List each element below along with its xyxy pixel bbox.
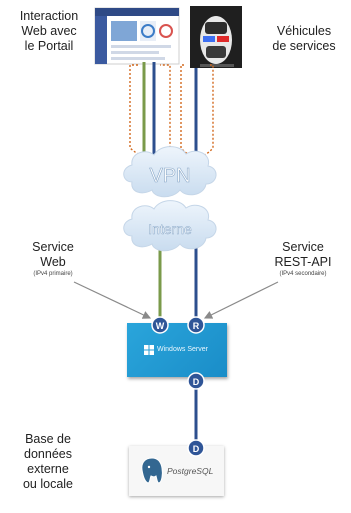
windows-logo-icon [144,345,154,355]
database-line-4: ou locale [22,477,74,491]
service-web-line-1: Service [32,240,74,254]
postgresql-label: PostgreSQL [167,466,214,476]
vehicles-line-2: de services [272,39,336,53]
database-line-2: données [24,447,72,461]
web-portal-line-1: Interaction [19,9,79,23]
database-label: Base de données externe ou locale [10,432,86,492]
vehicle-image [190,6,242,68]
vpn-label: VPN [149,165,190,187]
web-portal-line-2: Web avec [21,24,77,38]
database-line-3: externe [27,462,69,476]
web-portal-line-3: le Portail [24,39,74,53]
windows-server-label: Windows Server [157,346,208,353]
service-web-label: Service Web (IPv4 primaire) [18,240,88,278]
vpn-cloud: VPN [123,146,217,198]
vehicles-line-1: Véhicules [276,24,332,38]
windows-server-panel: Windows Server [127,323,227,377]
service-rest-label: Service REST-API (IPv4 secondaire) [263,240,343,278]
service-web-subtitle: (IPv4 primaire) [33,271,73,277]
service-rest-subtitle: (IPv4 secondaire) [279,271,327,277]
vehicles-label: Véhicules de services [261,24,347,54]
vpn-tunnels [129,64,214,158]
service-web-arrow [73,281,152,319]
postgresql-panel: PostgreSQL [129,446,224,496]
postgresql-elephant-icon [141,457,163,484]
service-rest-line-1: Service [282,240,324,254]
database-line-1: Base de [25,432,71,446]
service-rest-line-2: REST-API [274,255,332,269]
web-portal-label: Interaction Web avec le Portail [6,9,92,54]
internet-cloud: Interne [123,200,217,252]
web-portal-screenshot [94,7,180,65]
internet-label: Interne [148,221,192,237]
service-rest-arrow [203,281,279,319]
service-web-line-2: Web [40,255,66,269]
